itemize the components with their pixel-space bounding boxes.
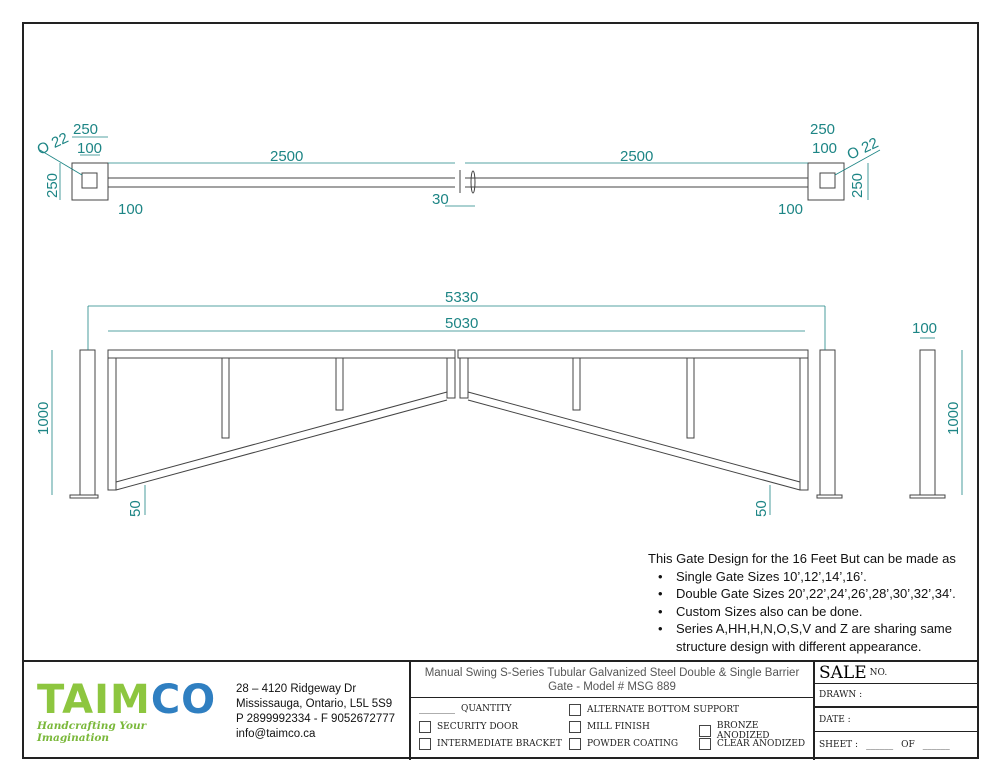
phone-fax: P 2899992334 - F 9052672777 <box>236 713 396 725</box>
svg-text:100: 100 <box>77 140 102 157</box>
svg-text:250: 250 <box>73 121 98 138</box>
note-item: Single Gate Sizes 10’,12’,14’,16’. <box>658 568 1000 586</box>
title-block: TAIMCO Handcrafting Your Imagination 28 … <box>23 660 978 760</box>
logo-tagline: Handcrafting Your Imagination <box>37 720 147 744</box>
checkbox-clear-anodized[interactable]: CLEAR ANODIZED <box>699 738 805 750</box>
notes-heading: This Gate Design for the 16 Feet But can… <box>648 551 956 566</box>
svg-text:2500: 2500 <box>270 148 303 165</box>
sheet-border <box>22 22 979 759</box>
checkbox-mill-finish[interactable]: MILL FINISH <box>569 721 650 733</box>
checkbox-intermediate-bracket[interactable]: INTERMEDIATE BRACKET <box>419 738 562 750</box>
sheet-label: SHEET : <box>819 740 859 750</box>
svg-text:250: 250 <box>810 121 835 138</box>
sale-no-label: NO. <box>869 667 888 678</box>
side-view: 100 1000 <box>909 320 963 499</box>
svg-text:50: 50 <box>127 500 144 517</box>
design-notes: This Gate Design for the 16 Feet But can… <box>648 550 1000 655</box>
svg-text:100: 100 <box>778 201 803 218</box>
svg-text:250: 250 <box>44 173 61 198</box>
sale-label: SALE <box>819 662 867 683</box>
svg-text:2500: 2500 <box>620 148 653 165</box>
logo-text-blue: CO <box>150 677 217 723</box>
front-elevation: 5330 5030 1000 50 50 <box>35 289 843 517</box>
quantity-label: QUANTITY <box>461 704 512 714</box>
date-field: DATE : <box>813 708 978 732</box>
svg-text:100: 100 <box>812 140 837 157</box>
svg-text:O 22: O 22 <box>35 129 72 158</box>
note-item: Series A,HH,H,N,O,S,V and Z are sharing … <box>658 620 1000 655</box>
checkbox-alternate-bottom-support[interactable]: ALTERNATE BOTTOM SUPPORT <box>569 704 739 716</box>
email: info@taimco.ca <box>236 728 316 740</box>
checkbox-bronze-anodized[interactable]: BRONZE ANODIZED <box>699 721 813 741</box>
note-item: Double Gate Sizes 20’,22’,24’,26’,28’,30… <box>658 585 1000 603</box>
drawn-field: DRAWN : <box>813 684 978 708</box>
checkbox-security-door[interactable]: SECURITY DOOR <box>419 721 518 733</box>
drawing-title: Manual Swing S-Series Tubular Galvanized… <box>411 662 813 698</box>
svg-text:100: 100 <box>912 320 937 337</box>
of-label: OF <box>901 740 915 750</box>
address-line: Mississauga, Ontario, L5L 5S9 <box>236 698 393 710</box>
title-options: Manual Swing S-Series Tubular Galvanized… <box>409 662 815 760</box>
checkbox-powder-coating[interactable]: POWDER COATING <box>569 738 678 750</box>
svg-text:100: 100 <box>118 201 143 218</box>
svg-text:1000: 1000 <box>35 402 52 435</box>
svg-text:1000: 1000 <box>945 402 962 435</box>
svg-text:5030: 5030 <box>445 315 478 332</box>
note-item: Custom Sizes also can be done. <box>658 603 1000 621</box>
logo-text-green: TAIM <box>37 677 151 723</box>
svg-text:50: 50 <box>753 500 770 517</box>
svg-text:5330: 5330 <box>445 289 478 306</box>
address-line: 28 – 4120 Ridgeway Dr <box>236 683 357 695</box>
plan-view: 250 100 2500 2500 30 100 100 250 100 O 2… <box>35 121 882 218</box>
svg-text:250: 250 <box>849 173 866 198</box>
company-address: 28 – 4120 Ridgeway Dr Mississauga, Ontar… <box>236 682 395 742</box>
company-logo: TAIMCO Handcrafting Your Imagination <box>37 680 217 744</box>
svg-text:30: 30 <box>432 191 449 208</box>
